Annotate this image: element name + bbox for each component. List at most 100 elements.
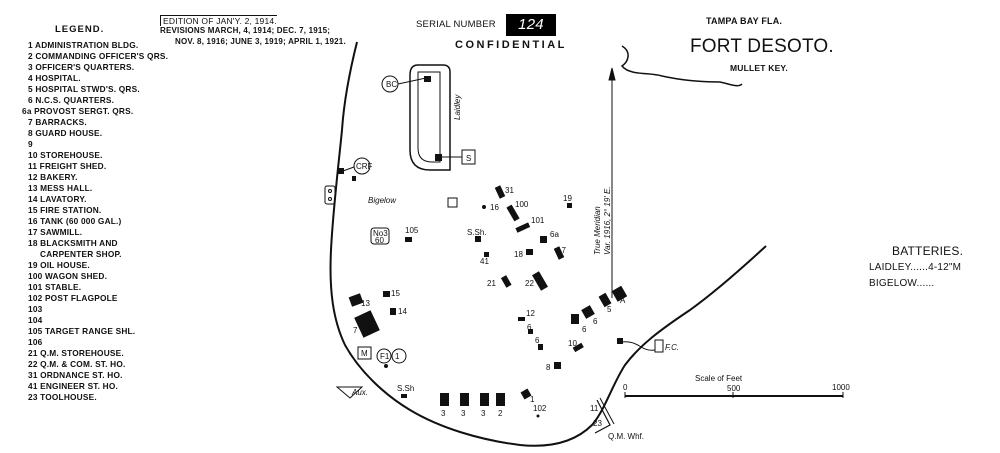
serial-number-label: SERIAL NUMBER [416, 19, 496, 30]
revisions-line: REVISIONS MARCH, 4, 1914; DEC. 7, 1915; [160, 26, 331, 35]
legend-item: 18 BLACKSMITH AND [28, 238, 118, 248]
legend-item: 105 TARGET RANGE SHL. [28, 326, 136, 336]
label-105: 105 [405, 226, 419, 235]
label-bigelow: Bigelow [368, 196, 397, 205]
battery-row-bigelow: BIGELOW...... [869, 278, 935, 289]
label-21: 21 [487, 279, 496, 288]
battery-laidley-inner [417, 71, 441, 163]
station-box [447, 197, 458, 208]
label-bc: BC [386, 80, 397, 89]
legend-item: 17 SAWMILL. [28, 227, 83, 237]
aux-station-triangle [335, 386, 364, 399]
label-sshed: S.Sh. [467, 228, 487, 237]
label-8: 8 [546, 363, 551, 372]
buildings [338, 76, 628, 418]
label-A: A [620, 296, 626, 305]
legend-item: 16 TANK (60 000 GAL.) [28, 216, 122, 226]
label-100: 100 [515, 200, 529, 209]
label-18: 18 [514, 250, 523, 259]
legend-item: 100 WAGON SHED. [28, 271, 108, 281]
edition-line: EDITION OF JAN'Y. 2, 1914. [160, 15, 277, 26]
label-102: 102 [533, 404, 547, 413]
legend-item: 6 N.C.S. QUARTERS. [28, 95, 115, 105]
label-6: 6 [593, 317, 598, 326]
scale-tick-1000: 1000 [832, 383, 850, 392]
label-m: M [361, 349, 368, 358]
label-10: 10 [568, 339, 577, 348]
label-3: 3 [441, 409, 446, 418]
label-23: 23 [593, 419, 602, 428]
legend-item: 6a PROVOST SERGT. QRS. [22, 106, 134, 116]
label-16: 16 [490, 203, 499, 212]
map-labels: BC S CRF Laidley Bigelow No3 60 S.Sh. Tr… [351, 80, 850, 441]
legend-item: 31 ORDNANCE ST. HO. [28, 370, 123, 380]
m-box [357, 346, 372, 360]
label-101: 101 [531, 216, 545, 225]
label-6: 6 [527, 323, 532, 332]
fc-box [654, 339, 664, 353]
legend-item: 106 [28, 337, 43, 347]
map-title: FORT DESOTO. [690, 36, 834, 57]
qm-wharf [594, 399, 611, 434]
legend-item: 9 [28, 139, 33, 149]
location-label: TAMPA BAY FLA. [706, 16, 783, 26]
label-sshed-2: S.Sh [397, 384, 414, 393]
label-17: 17 [557, 246, 566, 255]
legend-item: 103 [28, 304, 43, 314]
scale-tick-500: 500 [727, 384, 741, 393]
meridian-label: True Meridian [593, 206, 602, 255]
label-6a: 6a [550, 230, 559, 239]
legend-item: 21 Q.M. STOREHOUSE. [28, 348, 124, 358]
label-7: 7 [353, 326, 358, 335]
battery-laidley-outline [409, 64, 451, 171]
label-15: 15 [391, 289, 400, 298]
legend-item: 13 MESS HALL. [28, 183, 93, 193]
legend-item: 14 LAVATORY. [28, 194, 87, 204]
revisions-line-2: NOV. 8, 1916; JUNE 3, 1919; APRIL 1, 192… [175, 37, 346, 46]
legend-title: LEGEND. [55, 24, 105, 35]
crf-circle [353, 157, 371, 175]
legend-item: 11 FREIGHT SHED. [28, 161, 107, 171]
legend-item: 23 TOOLHOUSE. [28, 392, 97, 402]
legend-item: 10 STOREHOUSE. [28, 150, 103, 160]
label-5: 5 [607, 305, 612, 314]
label-fc: F.C. [665, 343, 679, 352]
label-crf: CRF [356, 162, 373, 171]
scale-tick-0: 0 [623, 383, 628, 392]
label-b1: 1 [395, 352, 400, 361]
label-f1: F1 [380, 352, 390, 361]
map-subtitle: MULLET KEY. [730, 63, 788, 73]
f1-circle [376, 348, 392, 364]
no3-station [370, 227, 390, 245]
batteries-title: BATTERIES. [892, 244, 964, 258]
battery-bigelow-emplacement [324, 185, 336, 205]
label-s: S [466, 154, 471, 163]
legend-item: 4 HOSPITAL. [28, 73, 81, 83]
creek [620, 45, 743, 87]
label-22: 22 [525, 279, 534, 288]
label-14: 14 [398, 307, 407, 316]
battery-row-laidley: LAIDLEY......4-12"M [869, 262, 962, 273]
legend-item: 19 OIL HOUSE. [28, 260, 90, 270]
label-1: 1 [530, 395, 535, 404]
label-19: 19 [563, 194, 572, 203]
b1-circle [391, 348, 407, 364]
serial-number-box: 124 [506, 14, 556, 36]
legend-item: 1 ADMINISTRATION BLDG. [28, 40, 139, 50]
label-60: 60 [375, 236, 384, 245]
legend-item: 22 Q.M. & COM. ST. HO. [28, 359, 126, 369]
label-13: 13 [361, 299, 370, 308]
label-41: 41 [480, 257, 489, 266]
coastline-west [329, 41, 767, 447]
label-6: 6 [582, 325, 587, 334]
label-aux: Aux. [351, 388, 368, 397]
label-2: 2 [498, 409, 503, 418]
label-31: 31 [505, 186, 514, 195]
label-3: 3 [461, 409, 466, 418]
meridian-variation: Var. 1916, 2° 19' E. [603, 186, 612, 255]
label-3: 3 [481, 409, 486, 418]
legend-item: 8 GUARD HOUSE. [28, 128, 103, 138]
legend-item: 5 HOSPITAL STWD'S. QRS. [28, 84, 140, 94]
label-no3: No3 [373, 229, 388, 238]
